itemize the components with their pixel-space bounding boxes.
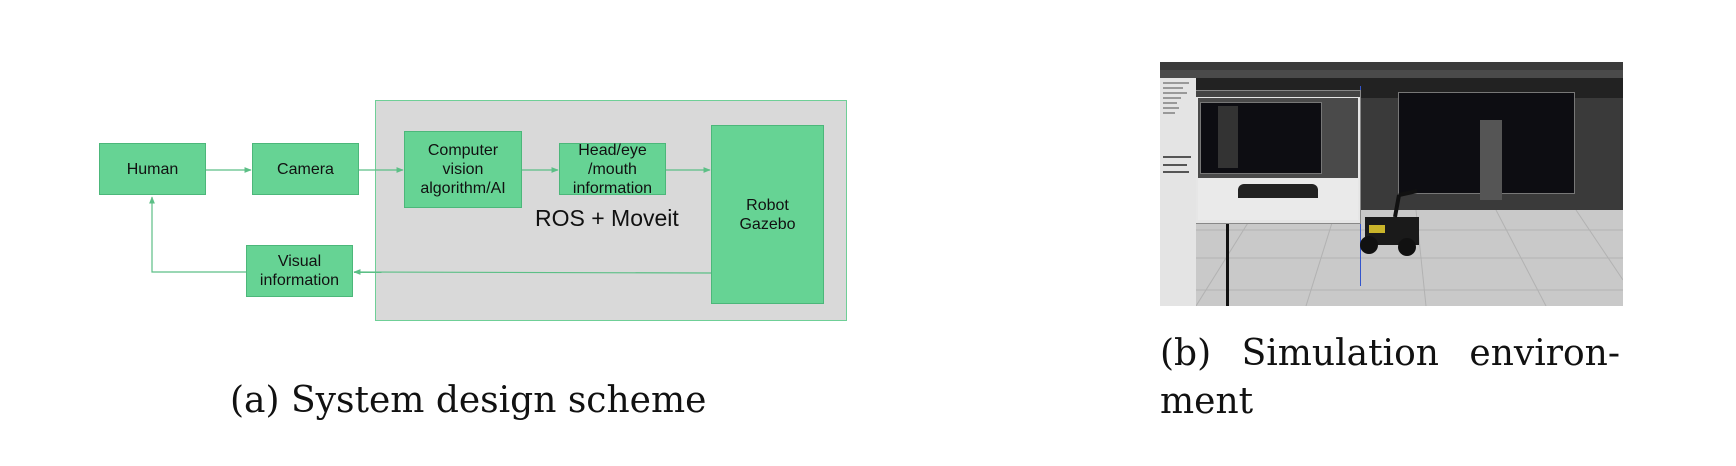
caption-b-word1: Simulation xyxy=(1241,333,1439,374)
node-visual-information: Visual information xyxy=(246,245,353,297)
arrow-visual-human xyxy=(149,196,246,273)
camera-scene-robot-front xyxy=(1238,184,1318,198)
node-camera: Camera xyxy=(252,143,359,195)
caption-b-word2: environ- xyxy=(1469,333,1620,374)
arrow-robot-visual xyxy=(353,269,712,275)
node-human: Human xyxy=(99,143,206,195)
caption-a: (a) System design scheme xyxy=(230,380,707,421)
group-label: ROS + Moveit xyxy=(535,205,679,231)
camera-window-titlebar xyxy=(1196,91,1360,97)
caption-b-label: (b) xyxy=(1160,333,1212,374)
gazebo-toolbar xyxy=(1160,70,1623,78)
gazebo-side-panel xyxy=(1160,78,1196,306)
robot-model xyxy=(1360,189,1419,256)
system-design-diagram: Human Camera Computer vision algorithm/A… xyxy=(0,0,880,340)
camera-view-window xyxy=(1195,90,1361,224)
scene-pillar xyxy=(1226,182,1229,306)
scene-door xyxy=(1480,120,1502,200)
node-robot-gazebo: Robot Gazebo xyxy=(711,125,824,304)
diagram-arrows xyxy=(149,167,712,275)
caption-b-line2: ment xyxy=(1160,381,1254,422)
camera-view xyxy=(1198,98,1358,220)
camera-scene-door xyxy=(1218,106,1238,168)
node-head-eye-mouth: Head/eye /mouth information xyxy=(559,142,666,197)
caption-b: (b) Simulation environ- ment xyxy=(1160,330,1620,426)
gazebo-menubar xyxy=(1160,62,1623,70)
simulation-screenshot xyxy=(1160,62,1623,306)
node-computer-vision: Computer vision algorithm/AI xyxy=(404,131,522,208)
